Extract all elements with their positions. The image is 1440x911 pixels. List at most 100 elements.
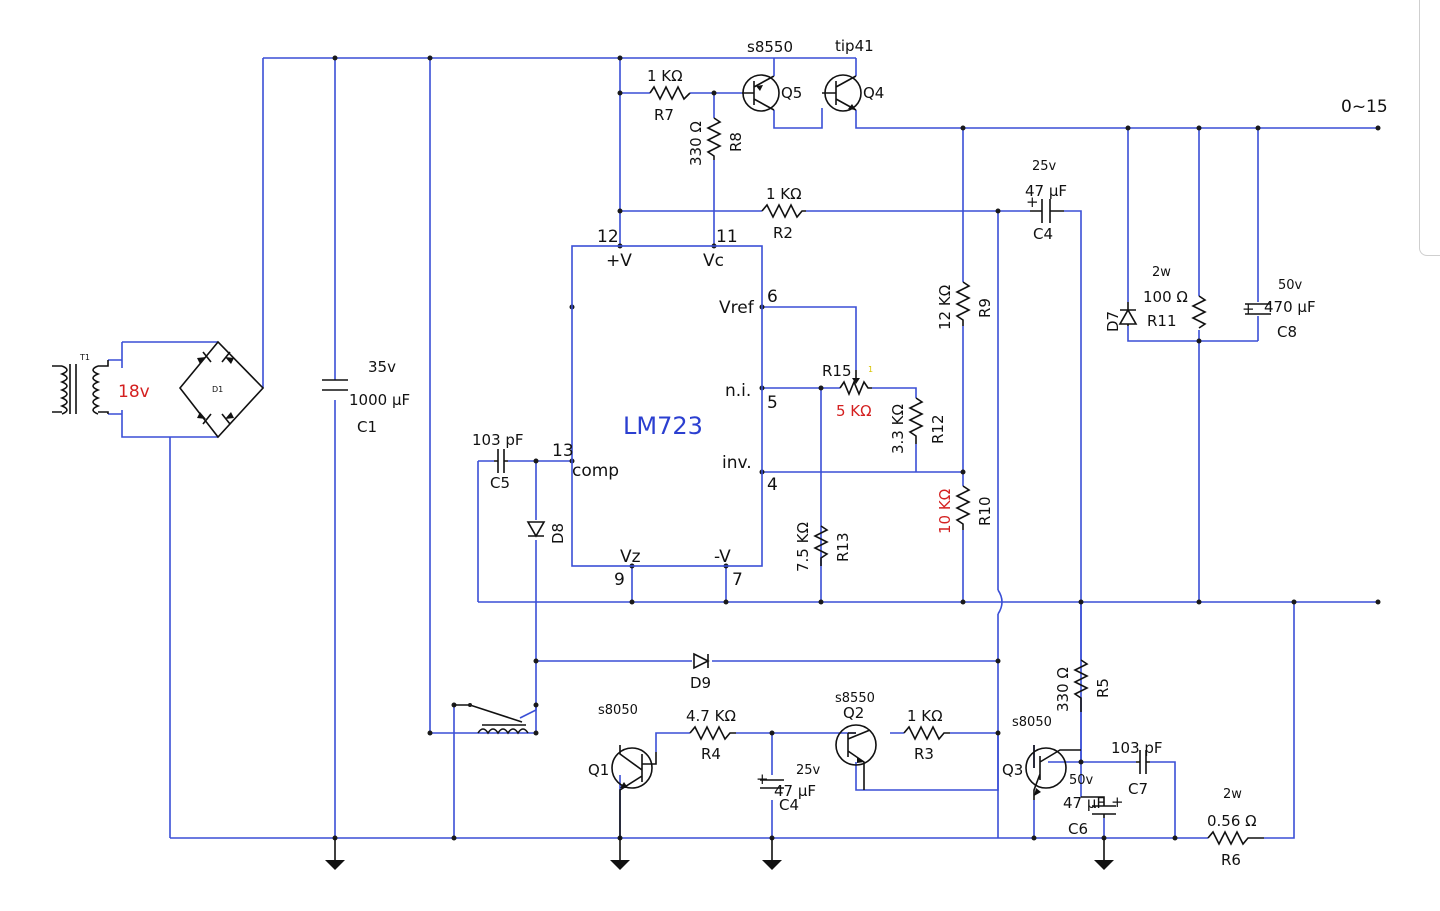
c4-top-rating: 25v xyxy=(1032,159,1057,174)
r11-value: 100 Ω xyxy=(1143,288,1188,306)
c1-rating: 35v xyxy=(368,358,396,376)
pin4-number: 4 xyxy=(767,475,778,495)
r5-value: 330 Ω xyxy=(1054,667,1072,712)
r6-ref: R6 xyxy=(1221,851,1241,869)
r3-ref: R3 xyxy=(914,745,934,763)
r10-ref: R10 xyxy=(976,496,994,526)
pin12-number: 12 xyxy=(597,227,619,247)
c7-ref: C7 xyxy=(1128,780,1148,798)
pin-vplus-label: +V xyxy=(606,251,632,271)
r8-value: 330 Ω xyxy=(687,121,705,166)
diode-d8: D8 xyxy=(526,521,567,544)
resistor-r2: 1 KΩ R2 xyxy=(761,185,806,242)
ic-name: LM723 xyxy=(623,412,703,440)
pin-ni-label: n.i. xyxy=(725,381,751,401)
q1-ref: Q1 xyxy=(588,761,609,779)
capacitor-c8: + 50v 470 μF C8 xyxy=(1242,278,1316,341)
d9-ref: D9 xyxy=(690,674,711,692)
pin13-number: 13 xyxy=(552,441,574,461)
r15-wiper-mark: 1 xyxy=(868,365,873,374)
capacitor-c5: 103 pF C5 xyxy=(472,431,524,492)
c8-rating: 50v xyxy=(1278,278,1303,293)
r11-rating: 2w xyxy=(1152,265,1171,280)
diode-d7: D7 xyxy=(1104,302,1138,332)
resistor-r10: 10 KΩ R10 xyxy=(936,485,994,534)
c1-value: 1000 μF xyxy=(349,391,410,409)
d8-ref: D8 xyxy=(549,523,567,544)
q2-part: s8550 xyxy=(835,691,875,706)
resistor-r8: 330 Ω R8 xyxy=(687,117,745,166)
capacitor-c4-top: + 25v 47 μF C4 xyxy=(1025,159,1067,243)
resistor-r6: 2w 0.56 Ω R6 xyxy=(1207,787,1264,869)
output-label: 0~15 xyxy=(1341,97,1388,117)
q5-part: s8550 xyxy=(747,38,793,56)
resistor-r5: 330 Ω R5 xyxy=(1054,659,1112,712)
diode-d9: D9 xyxy=(690,652,711,692)
r11-ref: R11 xyxy=(1147,312,1177,330)
r7-value: 1 KΩ xyxy=(647,67,683,85)
pin11-number: 11 xyxy=(716,227,738,247)
r6-value: 0.56 Ω xyxy=(1207,812,1257,830)
resistor-r7: 1 KΩ R7 xyxy=(647,67,691,124)
c4-top-ref: C4 xyxy=(1033,225,1053,243)
transistor-q4: Q4 tip41 xyxy=(822,37,884,112)
resistor-r9: 12 KΩ R9 xyxy=(936,281,994,330)
c6-plus: + xyxy=(1111,793,1124,811)
c8-value: 470 μF xyxy=(1264,298,1316,316)
transistor-q5: Q5 s8550 xyxy=(742,38,802,112)
q1-part: s8050 xyxy=(598,703,638,718)
d7-ref: D7 xyxy=(1104,311,1122,332)
transformer-voltage: 18v xyxy=(118,382,150,402)
pin5-number: 5 xyxy=(767,393,778,413)
ic-lm723: LM723 12 11 6 5 13 4 9 7 +V Vc Vref n.i.… xyxy=(552,227,778,590)
q2-ref: Q2 xyxy=(843,704,864,722)
c4-top-value: 47 μF xyxy=(1025,182,1067,200)
pin-vref-label: Vref xyxy=(719,298,755,318)
pin-vminus-label: -V xyxy=(714,547,731,567)
r4-value: 4.7 KΩ xyxy=(686,707,736,725)
c4-bottom-ref: C4 xyxy=(779,796,799,814)
r5-ref: R5 xyxy=(1094,678,1112,698)
r4-ref: R4 xyxy=(701,745,721,763)
c8-ref: C8 xyxy=(1277,323,1297,341)
c6-rating: 50v xyxy=(1069,773,1094,788)
ground-symbols xyxy=(325,838,1114,870)
r12-ref: R12 xyxy=(929,414,947,444)
q4-ref: Q4 xyxy=(863,84,884,102)
c4-bottom-rating: 25v xyxy=(796,763,821,778)
c7-value: 103 pF xyxy=(1111,739,1163,757)
resistor-r13: 7.5 KΩ R13 xyxy=(794,522,852,572)
r10-value: 10 KΩ xyxy=(936,489,954,534)
c1-ref: C1 xyxy=(357,418,377,436)
r6-rating: 2w xyxy=(1223,787,1242,802)
resistor-r3: 1 KΩ R3 xyxy=(903,707,950,763)
r13-ref: R13 xyxy=(834,532,852,562)
c5-ref: C5 xyxy=(490,474,510,492)
r13-value: 7.5 KΩ xyxy=(794,522,812,572)
c5-value: 103 pF xyxy=(472,431,524,449)
transistor-q2: Q2 s8550 xyxy=(835,691,877,790)
transformer-t1: T1 18v xyxy=(52,353,150,415)
c4-top-plus: + xyxy=(1026,193,1039,211)
c4-bottom-value: 47 μF xyxy=(774,782,816,800)
capacitor-c1: 35v 1000 μF C1 xyxy=(322,358,410,436)
r2-value: 1 KΩ xyxy=(766,185,802,203)
pin-comp-label: comp xyxy=(572,461,619,481)
r9-ref: R9 xyxy=(976,298,994,318)
q3-part: s8050 xyxy=(1012,715,1052,730)
capacitor-c6: + 50v 47 μF C6 xyxy=(1063,773,1124,838)
bridge-ref: D1 xyxy=(212,385,223,394)
r9-value: 12 KΩ xyxy=(936,285,954,330)
resistor-r11: 2w 100 Ω R11 xyxy=(1143,265,1207,330)
r12-value: 3.3 KΩ xyxy=(889,404,907,454)
pin-inv-label: inv. xyxy=(722,453,752,473)
pin6-number: 6 xyxy=(767,287,778,307)
pin7-number: 7 xyxy=(732,570,743,590)
r15-ref: R15 xyxy=(822,362,852,380)
wires xyxy=(108,57,1378,839)
r15-value: 5 KΩ xyxy=(836,402,872,420)
r7-ref: R7 xyxy=(654,106,674,124)
capacitor-c4-bottom: + 25v 47 μF C4 xyxy=(756,763,821,814)
transistor-q3: Q3 s8050 xyxy=(1002,715,1081,800)
